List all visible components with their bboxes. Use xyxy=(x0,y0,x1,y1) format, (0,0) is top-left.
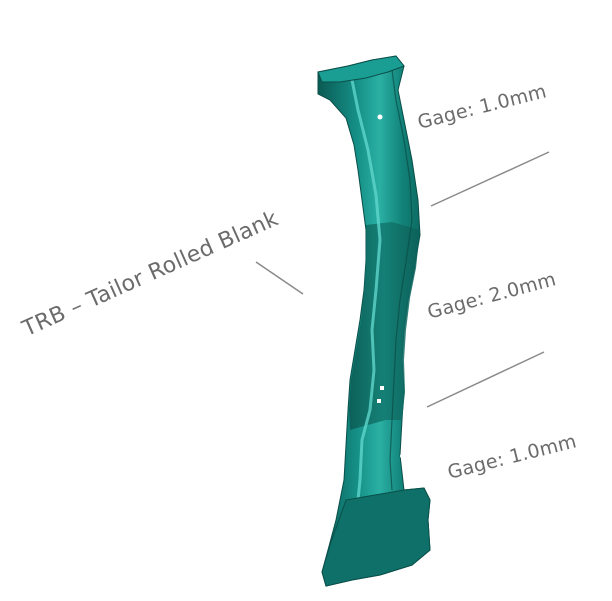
ridge-highlight xyxy=(344,79,382,561)
flange-line xyxy=(389,69,413,491)
mounting-holes xyxy=(377,114,432,490)
pillar-top-cap xyxy=(317,55,405,83)
leader-lines xyxy=(255,151,550,408)
leader-line-lower xyxy=(426,351,545,408)
thick-zone xyxy=(349,222,420,430)
leader-line-upper xyxy=(430,151,550,207)
leader-line-title xyxy=(255,261,304,295)
pillar-foot xyxy=(321,487,431,587)
